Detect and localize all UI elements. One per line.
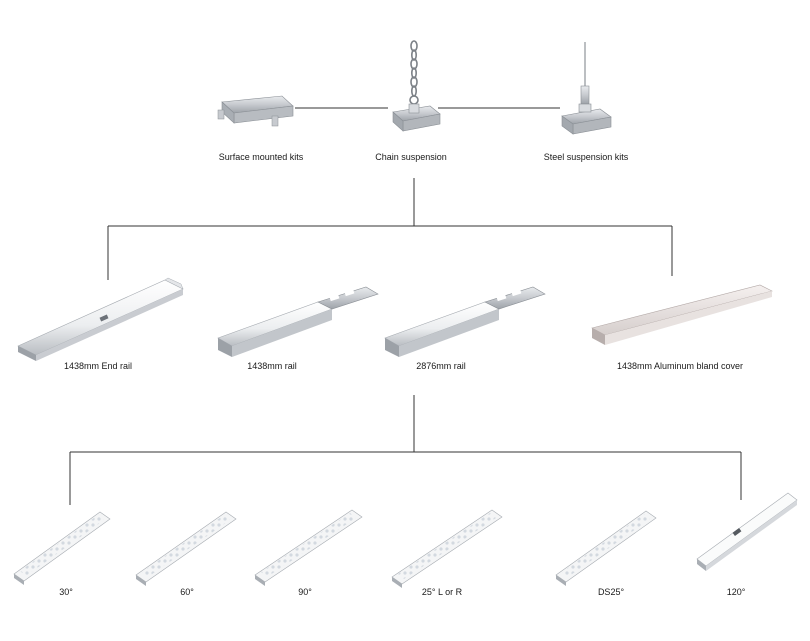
lens-30-image — [13, 511, 111, 585]
lens-120-image — [696, 492, 798, 571]
chain-suspension-label: Chain suspension — [375, 152, 447, 162]
rail-2876-label: 2876mm rail — [416, 361, 466, 371]
surface-mounted-kits-label: Surface mounted kits — [218, 152, 304, 162]
end-rail-image — [17, 277, 184, 361]
end-rail-label: 1438mm End rail — [63, 361, 133, 371]
rail-2876-image — [384, 286, 546, 357]
aluminum-cover-image — [591, 284, 773, 345]
surface-mounted-kit-image — [208, 95, 294, 127]
lens-90-image — [254, 509, 363, 586]
rail-1438-label: 1438mm rail — [247, 361, 297, 371]
lens-ds25-image — [555, 510, 657, 586]
lens-25-label: 25° L or R — [421, 587, 463, 597]
lens-60-label: 60° — [180, 587, 194, 597]
lens-60-image — [135, 511, 237, 586]
lens-120-label: 120° — [726, 587, 746, 597]
rail-1438-image — [217, 286, 379, 357]
chain-suspension-image — [392, 40, 441, 132]
lens-90-label: 90° — [298, 587, 312, 597]
steel-suspension-image — [561, 42, 612, 135]
aluminum-cover-label: 1438mm Aluminum bland cover — [616, 361, 744, 371]
steel-suspension-kits-label: Steel suspension kits — [543, 152, 629, 162]
lens-30-label: 30° — [59, 587, 73, 597]
lens-ds25-label: DS25° — [597, 587, 625, 597]
lens-25-image — [391, 509, 503, 588]
